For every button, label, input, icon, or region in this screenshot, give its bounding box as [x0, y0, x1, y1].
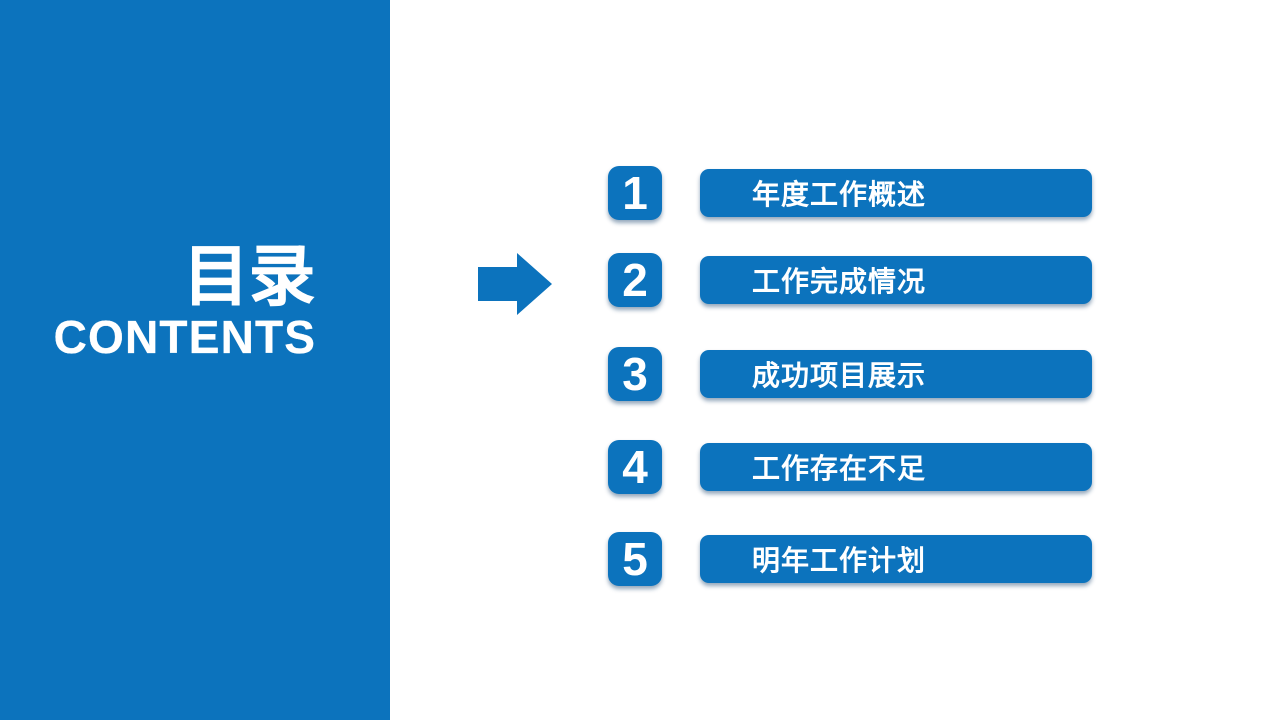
toc-item-2-bar[interactable]: 工作完成情况	[700, 256, 1092, 304]
toc-item-3-bar[interactable]: 成功项目展示	[700, 350, 1092, 398]
toc-item-4[interactable]: 4 工作存在不足	[608, 440, 1092, 494]
toc-title-block: 目录 CONTENTS	[0, 243, 315, 361]
toc-title-english: CONTENTS	[53, 311, 317, 363]
toc-item-5-bar[interactable]: 明年工作计划	[700, 535, 1092, 583]
toc-item-5-number[interactable]: 5	[608, 532, 662, 586]
toc-item-3-number[interactable]: 3	[608, 347, 662, 401]
toc-item-5[interactable]: 5 明年工作计划	[608, 532, 1092, 586]
toc-item-4-label: 工作存在不足	[752, 453, 927, 484]
toc-item-3[interactable]: 3 成功项目展示	[608, 347, 1092, 401]
toc-item-2[interactable]: 2 工作完成情况	[608, 253, 1092, 307]
toc-item-4-number[interactable]: 4	[608, 440, 662, 494]
toc-item-3-label: 成功项目展示	[752, 360, 927, 391]
toc-item-5-label: 明年工作计划	[752, 545, 927, 576]
toc-item-1-bar[interactable]: 年度工作概述	[700, 169, 1092, 217]
toc-item-2-number[interactable]: 2	[608, 253, 662, 307]
toc-item-1-number[interactable]: 1	[608, 166, 662, 220]
left-title-panel	[0, 0, 390, 720]
toc-item-2-label: 工作完成情况	[752, 266, 927, 297]
toc-item-1[interactable]: 1 年度工作概述	[608, 166, 1092, 220]
toc-item-4-bar[interactable]: 工作存在不足	[700, 443, 1092, 491]
toc-title-chinese: 目录	[183, 239, 316, 313]
toc-item-1-label: 年度工作概述	[752, 179, 927, 210]
arrow-right-icon	[478, 253, 552, 315]
